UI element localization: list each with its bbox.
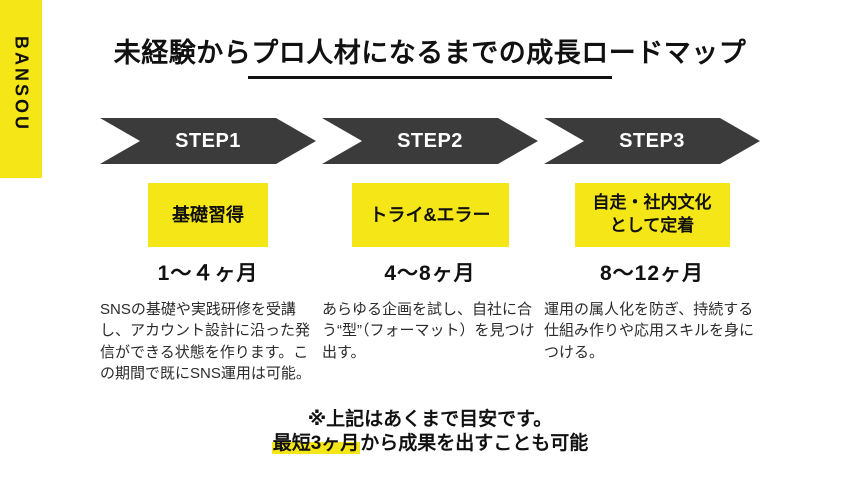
step3-duration: 8〜12ヶ月	[599, 262, 705, 285]
step1-label: STEP1	[175, 129, 241, 152]
page-title: 未経験からプロ人材になるまでの成長ロードマップ	[113, 38, 747, 68]
step3-label: STEP3	[619, 129, 685, 152]
step1-description: SNSの基礎や実践研修を受講し、アカウント設計に沿った発信ができる状態を作ります…	[100, 301, 311, 382]
step-column-1: STEP1 基礎習得 1〜４ヶ月 SNSの基礎や実践研修を受講し、アカウント設計…	[100, 118, 316, 384]
step1-arrow-banner: STEP1	[100, 118, 316, 164]
step2-box-label: トライ&エラー	[369, 204, 491, 225]
step3-box: 自走・社内文化 として定着	[574, 183, 730, 247]
step2-description: あらゆる企画を試し、自社に合う“型”（フォーマット）を見つけ出す。	[322, 301, 535, 361]
step1-box: 基礎習得	[148, 183, 268, 247]
step2-duration: 4〜8ヶ月	[384, 262, 476, 285]
step-column-3: STEP3 自走・社内文化 として定着 8〜12ヶ月 運用の属人化を防ぎ、持続す…	[544, 118, 760, 384]
step1-duration: 1〜４ヶ月	[157, 262, 259, 285]
step2-arrow-banner: STEP2	[322, 118, 538, 164]
footer-note-line2-rest: から成果を出すことも可能	[360, 433, 589, 454]
step2-label: STEP2	[397, 129, 463, 152]
highlighted-text: 最短3ヶ月	[271, 433, 361, 454]
step-column-2: STEP2 トライ&エラー 4〜8ヶ月 あらゆる企画を試し、自社に合う“型”（フ…	[322, 118, 538, 384]
brand-name: BANSOU	[11, 36, 32, 133]
step3-box-label-line2: として定着	[609, 216, 695, 235]
brand-band: BANSOU	[0, 0, 42, 178]
title-section: 未経験からプロ人材になるまでの成長ロードマップ	[100, 36, 760, 80]
step2-box: トライ&エラー	[351, 183, 509, 247]
footer-note-line2: 最短3ヶ月から成果を出すことも可能	[100, 432, 760, 456]
step3-box-label-line1: 自走・社内文化	[592, 193, 712, 213]
step1-box-label: 基礎習得	[172, 204, 244, 225]
step3-arrow-banner: STEP3	[544, 118, 760, 164]
title-underline	[248, 76, 612, 80]
footer-note-line1: ※上記はあくまで目安です。	[307, 409, 553, 430]
footer-note: ※上記はあくまで目安です。 最短3ヶ月から成果を出すことも可能	[100, 408, 760, 456]
step3-description: 運用の属人化を防ぎ、持続する仕組み作りや応用スキルを身につける。	[544, 301, 755, 361]
steps-row: STEP1 基礎習得 1〜４ヶ月 SNSの基礎や実践研修を受講し、アカウント設計…	[100, 118, 760, 384]
